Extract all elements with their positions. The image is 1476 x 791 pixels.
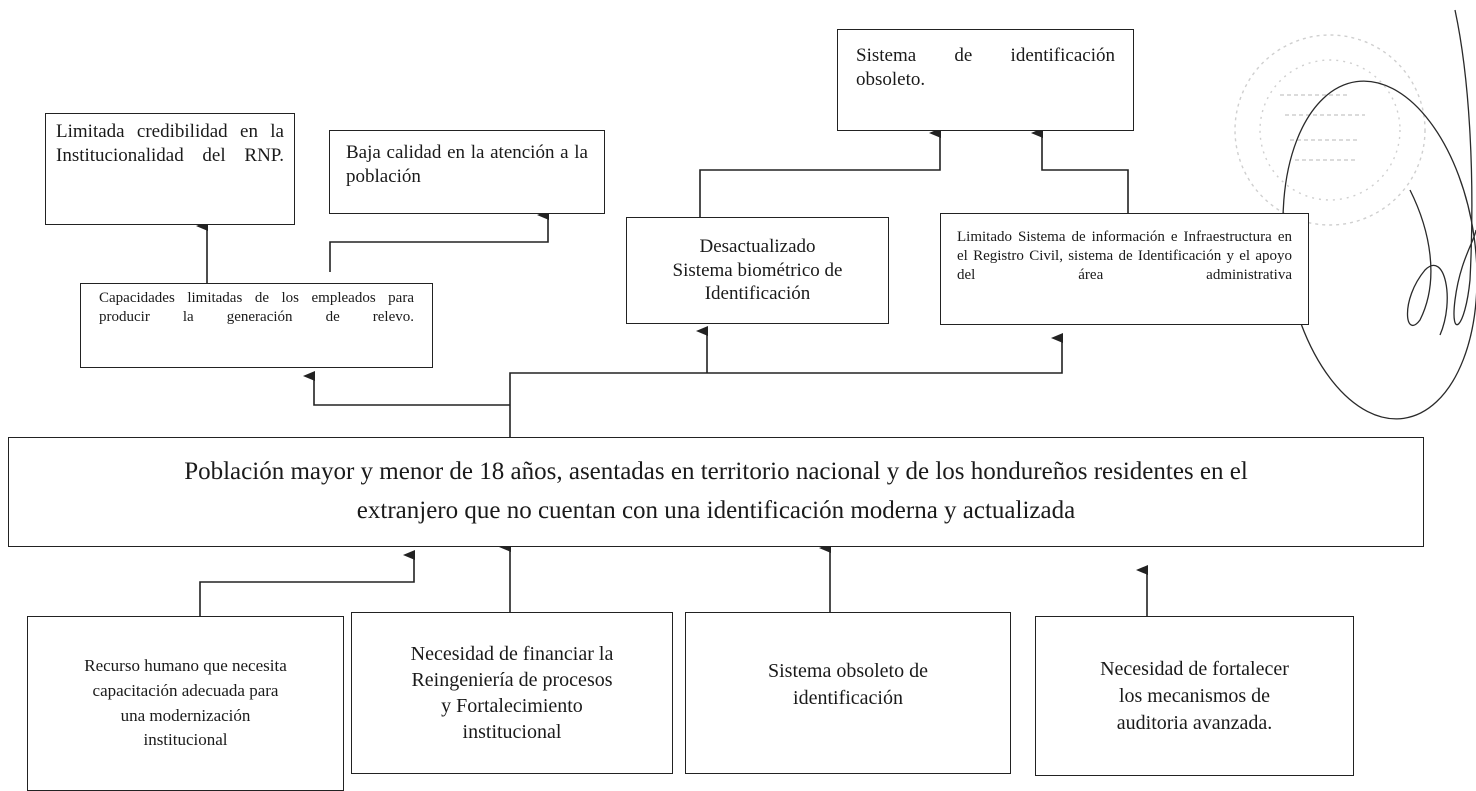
cause-recurso-humano-line2: capacitación adecuada para [92,680,279,700]
effect-sistema-obsoleto-text: Sistema de identificación obsoleto. [856,45,1115,90]
effect-capacidades-text: Capacidades limitadas de los empleados p… [99,290,414,325]
effect-desactualizado-line2: Sistema biométrico de [672,259,843,281]
central-problem-line2: extranjero que no cuentan con una identi… [356,497,1076,524]
cause-financiar: Necesidad de financiar la Reingeniería d… [351,612,673,774]
cause-auditoria-line3: auditoria avanzada. [1116,711,1273,734]
cause-recurso-humano: Recurso humano que necesita capacitación… [27,616,344,791]
effect-limitado-sistema-text: Limitado Sistema de información e Infrae… [957,229,1292,283]
effect-baja-calidad: Baja calidad en la atención a la poblaci… [329,130,605,214]
cause-auditoria: Necesidad de fortalecer los mecanismos d… [1035,616,1354,776]
cause-sistema-obsoleto-line2: identificación [793,687,903,709]
branch-to-capacidades [303,371,510,406]
effect-baja-calidad-text: Baja calidad en la atención a la poblaci… [346,142,588,187]
effect-desactualizado-line3: Identificación [704,283,811,305]
arrow-capacidades-calidad [329,210,549,272]
effect-desactualizado: Desactualizado Sistema biométrico de Ide… [626,217,889,324]
effect-credibilidad: Limitada credibilidad en la Instituciona… [45,113,295,225]
cause-recurso-humano-line4: institucional [143,730,228,750]
cause-financiar-line1: Necesidad de financiar la [410,643,614,665]
central-problem: Población mayor y menor de 18 años, asen… [8,437,1424,547]
central-problem-line1: Población mayor y menor de 18 años, asen… [184,458,1248,486]
cause-financiar-line4: institucional [462,721,562,743]
arrow-recurso-central [199,550,415,616]
cause-recurso-humano-line3: una modernización [120,705,251,725]
arrow-limitado-obsoleto [1031,128,1129,213]
cause-auditoria-line1: Necesidad de fortalecer [1100,657,1289,680]
cause-sistema-obsoleto: Sistema obsoleto de identificación [685,612,1011,774]
arrow-desactualizado-obsoleto [699,128,941,217]
cause-financiar-line2: Reingeniería de procesos [411,669,613,691]
official-stamp [1234,34,1426,226]
effect-desactualizado-line1: Desactualizado [699,235,816,257]
effect-credibilidad-text: Limitada credibilidad en la Instituciona… [56,121,284,166]
cause-sistema-obsoleto-line1: Sistema obsoleto de [768,660,928,682]
effect-limitado-sistema: Limitado Sistema de información e Infrae… [940,213,1309,325]
cause-financiar-line3: y Fortalecimiento [441,695,583,717]
effect-sistema-obsoleto: Sistema de identificación obsoleto. [837,29,1134,131]
cause-auditoria-line2: los mecanismos de [1118,684,1271,707]
effect-capacidades: Capacidades limitadas de los empleados p… [80,283,433,368]
cause-recurso-humano-line1: Recurso humano que necesita [84,656,287,676]
